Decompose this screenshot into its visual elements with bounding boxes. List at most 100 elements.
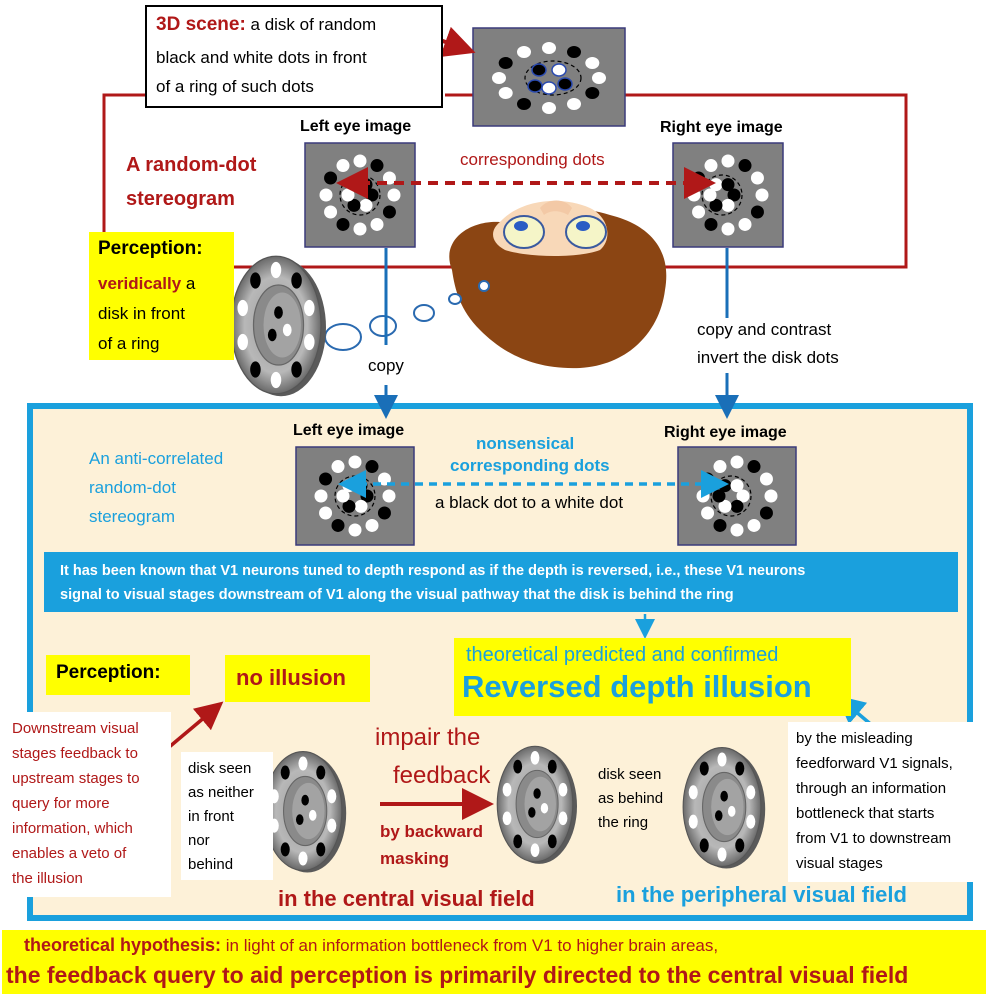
feedback-note-6: enables a veto of: [12, 845, 127, 862]
disk-dot: [721, 178, 735, 192]
ring-dot: [738, 217, 752, 231]
scene-ring-dot: [585, 57, 600, 69]
hypothesis-line1: theoretical hypothesis: in light of an i…: [24, 935, 718, 957]
misleading-1: by the misleading: [796, 730, 913, 747]
ring-dot: [704, 217, 718, 231]
perception-top-line1-rest: a: [181, 274, 196, 293]
thought-bubbles: [324, 280, 490, 351]
ring-dot: [377, 506, 391, 520]
hypothesis-conclusion: the feedback query to aid perception is …: [6, 962, 909, 988]
ring3d-dot: [699, 838, 709, 853]
invert-label-2: invert the disk dots: [697, 348, 839, 367]
ring-dot: [764, 489, 778, 503]
ring-dot: [750, 205, 764, 219]
scene-disk-dot: [541, 81, 557, 95]
rds-right-image: [672, 142, 784, 248]
ring-dot: [750, 171, 764, 185]
disk-outline: [710, 475, 752, 517]
ring-dot: [314, 489, 328, 503]
scene-image: [472, 27, 626, 127]
feedback-note-5: information, which: [12, 820, 133, 837]
hypothesis-box: [2, 930, 986, 994]
ring3d-dot: [304, 299, 315, 317]
ring-top: [230, 255, 326, 397]
scene-disk-dot: [551, 63, 567, 77]
perception-top-line2: disk in front: [98, 304, 185, 323]
neither-1: disk seen: [188, 760, 252, 777]
misleading-2: feedforward V1 signals,: [796, 755, 953, 772]
anti-black-white: a black dot to a white dot: [435, 493, 624, 512]
ring3d-dot: [250, 361, 261, 378]
disk-dot: [709, 178, 723, 192]
feedback-note-7: the illusion: [12, 870, 83, 887]
ring3d-dot: [502, 811, 512, 826]
ring-behind: [496, 745, 577, 864]
anti-left-image: [295, 446, 415, 546]
v1-note-box: [44, 552, 958, 612]
invert-label-1: copy and contrast: [697, 320, 832, 339]
predicted-line1: theoretical predicted and confirmed: [466, 644, 779, 666]
ring3d-dot: [327, 789, 337, 804]
scene-desc-3: of a ring of such dots: [156, 77, 314, 96]
disk-dot: [359, 198, 373, 212]
rds-left-image: [304, 142, 416, 248]
predicted-line2: Reversed depth illusion: [462, 669, 812, 704]
scene-ring-dot: [517, 46, 531, 59]
ring3d-dot: [298, 756, 308, 771]
disk-dot: [736, 489, 750, 503]
ring-dot: [353, 222, 367, 236]
anti-nonsense-1: nonsensical: [476, 434, 575, 453]
perception-top-title: Perception:: [98, 238, 203, 259]
ring-dot: [696, 489, 710, 503]
ring3d-disk-dot: [533, 788, 541, 799]
rds-label-2: stereogram: [126, 188, 235, 210]
disk-dot: [721, 198, 735, 212]
ring3d-disk-dot: [295, 814, 304, 826]
ring3d-dot: [699, 761, 709, 776]
anti-label-3: stereogram: [89, 507, 175, 526]
scene-box: [145, 5, 443, 108]
scene-ring-dot: [498, 57, 513, 69]
neither-5: behind: [188, 856, 234, 873]
neither-box: [181, 752, 273, 880]
scene-ring-dot: [585, 87, 600, 99]
ring3d-dot: [270, 371, 282, 389]
feedback-note-4: query for more: [12, 795, 110, 812]
ring-dot: [721, 222, 735, 236]
ring3d-dot: [298, 851, 308, 866]
scene-disk-dot: [531, 63, 547, 77]
ring-dot: [387, 188, 401, 202]
disk-dot: [347, 178, 361, 192]
ring-dot: [713, 460, 727, 474]
ring-dot: [365, 460, 379, 474]
ring3d-dot: [558, 782, 568, 797]
no-illusion-label: no illusion: [236, 665, 346, 690]
ring3d-dot: [547, 834, 557, 849]
ring-dot: [759, 506, 773, 520]
ring-dot: [336, 217, 350, 231]
ring-neither: [263, 751, 347, 873]
feedback-note-3: upstream stages to: [12, 770, 140, 787]
ring-dot: [348, 523, 362, 537]
ring3d-dot: [237, 299, 248, 317]
ring3d-dot: [688, 814, 698, 829]
ring-dot: [319, 188, 333, 202]
disk-dot: [354, 499, 368, 513]
hypothesis-title: theoretical hypothesis:: [24, 935, 222, 955]
ring3d-dot: [291, 272, 302, 289]
rds-corresponding-label: corresponding dots: [460, 150, 605, 169]
misleading-3: through an information: [796, 780, 947, 797]
scene-ring-dot: [542, 102, 556, 114]
anti-left-eye-label: Left eye image: [293, 422, 405, 439]
scene-desc-1: a disk of random: [250, 15, 377, 34]
ring3d-dot: [513, 834, 523, 849]
scene-disk-dot: [557, 77, 573, 91]
ring-dot: [324, 171, 338, 185]
ring3d-dot: [558, 811, 568, 826]
hypothesis-rest: in light of an information bottleneck fr…: [221, 936, 719, 955]
misleading-6: visual stages: [796, 855, 883, 872]
perception-top-line3: of a ring: [98, 334, 160, 353]
ring-dot: [730, 523, 744, 537]
scene-disk-dot: [527, 79, 543, 93]
ring3d-dot: [547, 759, 557, 774]
